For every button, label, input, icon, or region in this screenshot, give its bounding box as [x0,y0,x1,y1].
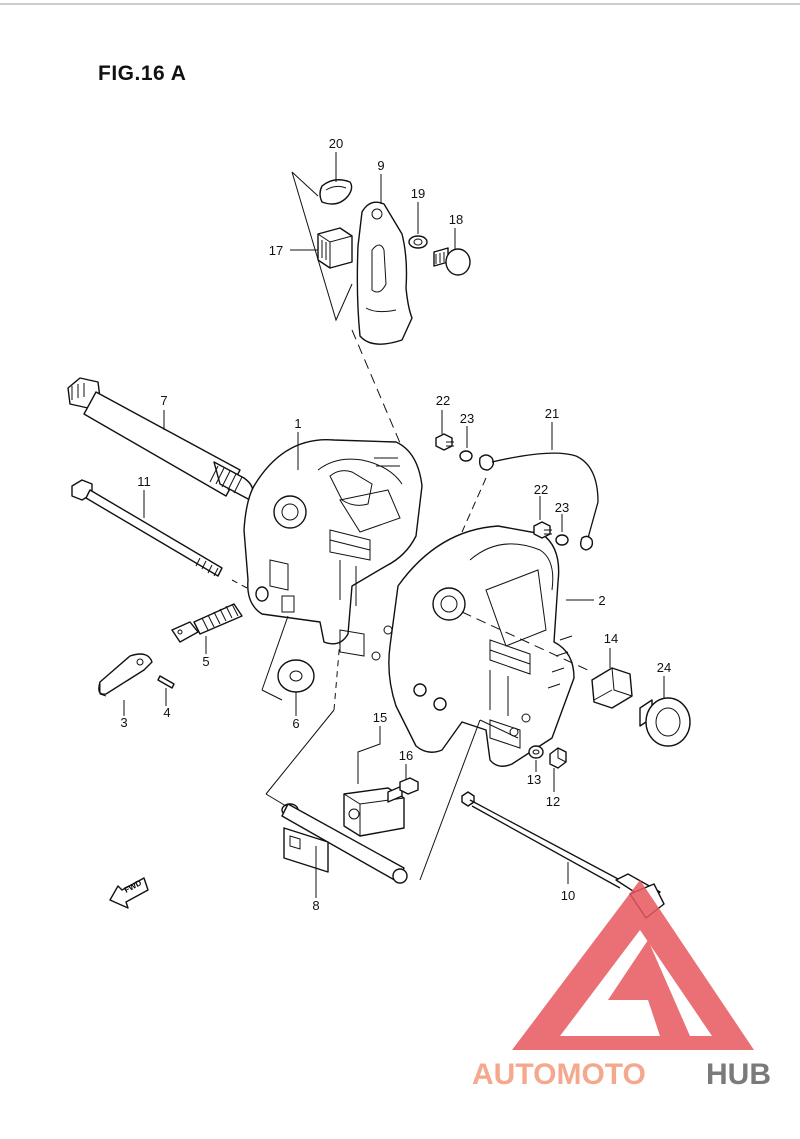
leader-top-bracket [291,171,353,322]
callout-22-upper: 22 [436,393,450,408]
part-22-screw-upper [435,433,454,451]
part-23-washer-lower [555,534,569,546]
callout-2: 2 [598,593,605,608]
callout-leaders [123,152,665,898]
part-1-clamp-bracket [243,439,423,661]
leader-part-6 [261,615,289,701]
callout-1: 1 [294,416,301,431]
callout-20: 20 [329,136,343,151]
part-4-pin [157,675,175,689]
callout-16: 16 [399,748,413,763]
part-23-washer-upper [459,450,473,462]
part-16-bolt [387,777,419,803]
callout-17: 17 [269,243,283,258]
callout-18: 18 [449,212,463,227]
callout-13: 13 [527,772,541,787]
part-18-bolt [433,247,471,276]
leader-8-right [419,719,519,881]
part-6-rubber-pad [277,659,315,693]
callout-5: 5 [202,654,209,669]
callout-24: 24 [657,660,671,675]
callout-19: 19 [411,186,425,201]
dash-8 [333,639,341,711]
part-3-lever [98,653,153,697]
callout-4: 4 [163,705,170,720]
watermark-text-hub: HUB [706,1058,771,1091]
part-5-spring-rod [171,603,243,643]
part-24-bushing [639,697,691,747]
part-20-clip [319,179,353,205]
watermark-logo [512,880,754,1050]
part-12-nut [549,747,567,769]
callout-21: 21 [545,406,559,421]
part-7-tilt-shaft [67,377,254,501]
part-13-washer [528,745,544,759]
fwd-arrow-icon [109,877,149,909]
callout-numbers: 20 9 19 18 17 7 1 11 22 23 21 22 23 2 14… [120,136,671,913]
callout-7: 7 [160,393,167,408]
callout-23-lower: 23 [555,500,569,515]
dash-wire-21 [461,477,487,533]
part-14-nut [591,667,633,709]
leader-8-left [265,709,335,807]
callout-8: 8 [312,898,319,913]
callout-12: 12 [546,794,560,809]
part-22-screw-lower [533,521,552,539]
callout-14: 14 [604,631,618,646]
callout-3: 3 [120,715,127,730]
part-17-pad [317,227,353,269]
part-9-lock-plate [356,201,413,345]
part-11-long-bolt [71,479,223,577]
callout-10: 10 [561,888,575,903]
watermark-text-automoto: AUTOMOTO [472,1058,646,1091]
part-2-swivel-bracket [388,525,575,767]
figure-title: FIG.16 A [98,62,187,85]
part-21-ground-wire [478,452,599,551]
dash-bolt-11 [231,579,263,597]
callout-9: 9 [377,158,384,173]
callout-11: 11 [137,474,151,489]
callout-15: 15 [373,710,387,725]
part-8-tilt-rod [281,803,408,884]
callout-23-upper: 23 [460,411,474,426]
callout-22-lower: 22 [534,482,548,497]
dash-axis-14 [461,611,593,673]
callout-6: 6 [292,716,299,731]
part-19-washer [408,235,428,249]
